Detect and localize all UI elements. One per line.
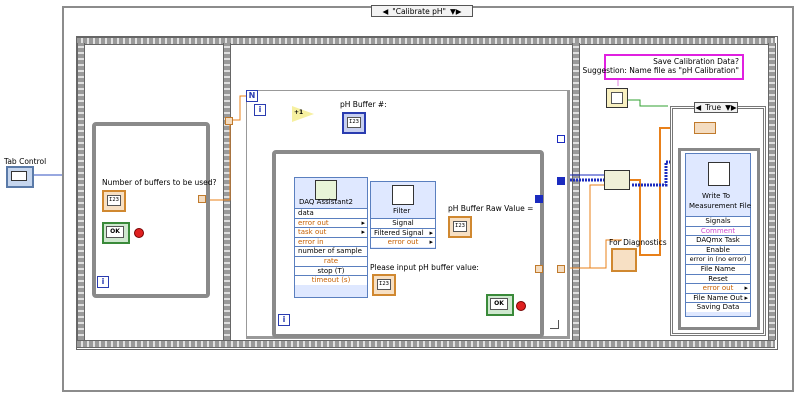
inner-while-iteration: i [278, 314, 290, 326]
daq-task-out-terminal[interactable]: task out▸ [295, 227, 367, 237]
filter-express-vi[interactable]: Filter Signal Filtered Signal▸ error out… [370, 181, 436, 249]
write-file-name-terminal[interactable]: File Name [686, 263, 750, 274]
true-case-prev-icon[interactable]: ◀ [695, 103, 702, 112]
build-array-node[interactable] [604, 170, 630, 190]
daq-assistant-header: DAQ Assistant2 [295, 178, 367, 208]
frame1-stop-icon[interactable] [134, 228, 144, 238]
save-comment-box: Save Calibration Data? Suggestion: Name … [582, 54, 744, 80]
daq-timeout-terminal[interactable]: timeout (s) [295, 275, 367, 285]
write-file-header: Write To Measurement File [686, 154, 751, 216]
buffer-count-control[interactable]: I23 [102, 190, 126, 212]
ph-buffer-indicator[interactable]: I23 [342, 112, 366, 134]
tab-control-icon [11, 171, 27, 181]
daq-icon [315, 180, 337, 200]
write-signals-terminal[interactable]: Signals [686, 216, 750, 226]
frame1-ok-button[interactable]: OK [102, 222, 130, 244]
frame2-tunnel-e [557, 177, 565, 185]
write-file-name-out-terminal[interactable]: File Name Out▸ [686, 292, 750, 303]
frame1-iteration-terminal: i [97, 276, 109, 288]
write-daqmx-task-terminal[interactable]: DAQmx Task [686, 235, 750, 245]
increment-node[interactable] [292, 106, 314, 122]
filter-icon [392, 185, 414, 205]
write-comment-terminal[interactable]: Comment [686, 225, 750, 236]
sequence-film-left [77, 43, 85, 340]
input-ph-control[interactable]: I23 [372, 274, 396, 296]
input-ph-label: Please input pH buffer value: [370, 263, 479, 272]
daq-error-in-terminal[interactable]: error in [295, 236, 367, 247]
filter-error-out-terminal[interactable]: error out▸ [371, 237, 435, 247]
frame2-ok-button[interactable]: OK [486, 294, 514, 316]
sequence-film-bottom [77, 340, 775, 348]
frame2-tunnel-a [535, 265, 543, 273]
write-file-icon [708, 162, 730, 186]
case-prev-icon[interactable]: ◀ [382, 6, 389, 16]
tab-control-terminal[interactable] [6, 166, 34, 188]
write-enable-terminal[interactable]: Enable [686, 244, 750, 255]
frame1-tunnel-right [225, 117, 233, 125]
write-saving-data-terminal[interactable]: Saving Data [686, 302, 750, 312]
for-loop-count[interactable]: N [246, 90, 258, 102]
write-error-out-terminal[interactable]: error out▸ [686, 283, 750, 293]
frame2-tunnel-b [557, 265, 565, 273]
case-dropdown-icon[interactable]: ▼▶ [449, 6, 462, 16]
true-case-selector[interactable]: ◀ True ▼▶ [694, 102, 738, 113]
sequence-divider-2 [572, 43, 580, 340]
tab-control-label: Tab Control [4, 157, 47, 166]
sequence-film-top [77, 37, 775, 45]
diagnostics-indicator[interactable] [611, 248, 637, 272]
frame2-tunnel-d [557, 135, 565, 143]
dialog-node[interactable] [606, 88, 628, 108]
write-reset-terminal[interactable]: Reset [686, 273, 750, 284]
diagnostics-label: For Diagnostics [609, 238, 667, 247]
write-error-in-terminal[interactable]: error in (no error) [686, 254, 750, 264]
daq-data-terminal[interactable]: data [295, 208, 367, 218]
for-loop-resize-icon [550, 320, 559, 329]
for-loop-iteration: i [254, 104, 266, 116]
daq-num-samples-terminal[interactable]: number of sample [295, 246, 367, 256]
frame2-tunnel-c [535, 195, 543, 203]
frame2-stop-icon[interactable] [516, 301, 526, 311]
daq-assistant[interactable]: DAQ Assistant2 data error out▸ task out▸… [294, 177, 368, 298]
buffer-count-label: Number of buffers to be used? [102, 178, 217, 187]
daq-error-out-terminal[interactable]: error out▸ [295, 217, 367, 228]
ph-buffer-label: pH Buffer #: [340, 100, 387, 109]
case-selector[interactable]: ◀ "Calibrate pH" ▼▶ [371, 5, 473, 17]
dialog-icon [611, 92, 623, 104]
frame1-tunnel [198, 195, 206, 203]
filter-signal-terminal[interactable]: Signal [371, 218, 435, 228]
raw-value-indicator[interactable]: I23 [448, 216, 472, 238]
true-case-dropdown-icon[interactable]: ▼▶ [725, 103, 737, 112]
sequence-film-right [768, 43, 776, 340]
filter-header: Filter [371, 182, 435, 218]
daq-stop-terminal[interactable]: stop (T) [295, 265, 367, 276]
filter-filtered-signal-terminal[interactable]: Filtered Signal▸ [371, 227, 435, 238]
increment-label: +1 [294, 109, 304, 116]
write-measurement-file[interactable]: Write To Measurement File Signals Commen… [685, 153, 751, 317]
raw-value-label: pH Buffer Raw Value = [448, 204, 534, 213]
build-path-node[interactable] [694, 122, 716, 134]
daq-rate-terminal[interactable]: rate [295, 255, 367, 266]
